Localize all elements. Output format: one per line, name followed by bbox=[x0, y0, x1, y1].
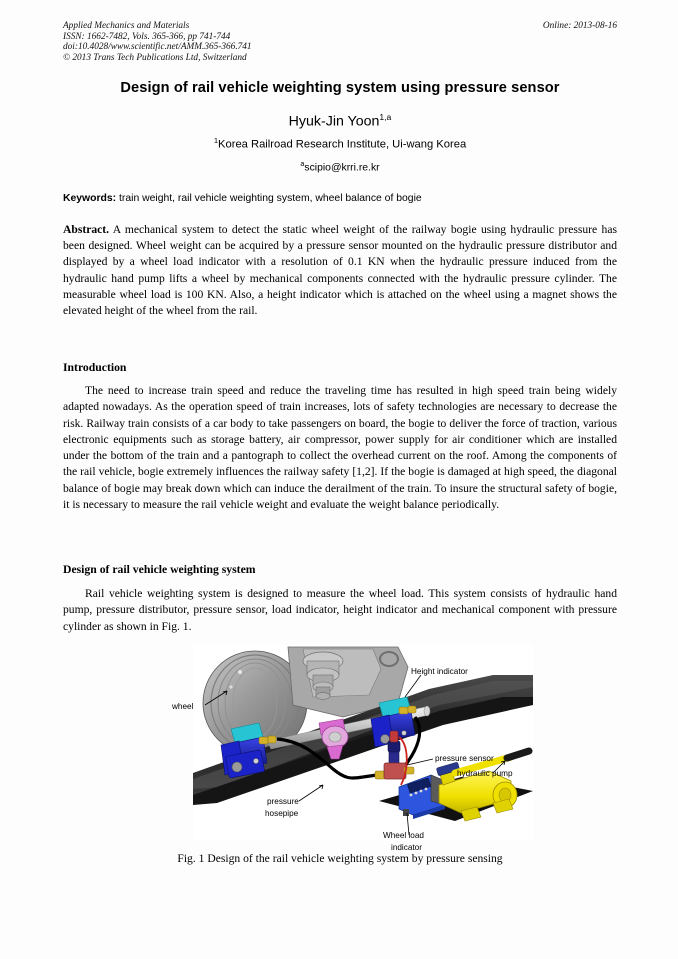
affiliation-text: Korea Railroad Research Institute, Ui-wa… bbox=[218, 138, 467, 151]
affiliation-line: 1Korea Railroad Research Institute, Ui-w… bbox=[63, 136, 617, 151]
hydraulic-pump bbox=[436, 747, 533, 822]
figure-label-height-indicator: Height indicator bbox=[411, 667, 468, 676]
journal-header: Applied Mechanics and Materials Online: … bbox=[63, 21, 617, 63]
keywords-label: Keywords: bbox=[63, 193, 117, 204]
author-marks: 1,a bbox=[379, 112, 392, 122]
magenta-fixture bbox=[318, 718, 349, 760]
keywords-line: Keywords: train weight, rail vehicle wei… bbox=[63, 193, 617, 204]
figure-label-wheel-load-line1: Wheel load bbox=[383, 831, 424, 840]
author-name-line: Hyuk-Jin Yoon1,a bbox=[63, 112, 617, 130]
abstract-text: A mechanical system to detect the static… bbox=[63, 223, 617, 318]
abstract-label: Abstract. bbox=[63, 223, 110, 236]
email-address: scipio@krri.re.kr bbox=[304, 162, 380, 174]
section-body-design: Rail vehicle weighting system is designe… bbox=[63, 587, 617, 633]
section-heading-design: Design of rail vehicle weighting system bbox=[63, 563, 256, 576]
figure-label-wheel-load-line2: indicator bbox=[391, 843, 422, 852]
figure-label-pressure-hosepipe-line2: hosepipe bbox=[265, 809, 299, 818]
figure-leader-lines bbox=[204, 674, 506, 836]
figure-label-wheel: wheel bbox=[172, 702, 194, 711]
figure-label-hydraulic-pump: hydraulic pump bbox=[457, 769, 513, 778]
section-heading-introduction: Introduction bbox=[63, 361, 127, 374]
page-title: Design of rail vehicle weighting system … bbox=[120, 80, 560, 96]
figure-1-caption: Fig. 1 Design of the rail vehicle weight… bbox=[177, 852, 503, 865]
wheel-load-indicator bbox=[398, 774, 446, 819]
journal-copyright: © 2013 Trans Tech Publications Ltd, Swit… bbox=[63, 52, 247, 63]
pressure-sensor-assembly bbox=[383, 730, 415, 786]
wheel-assembly bbox=[202, 646, 409, 756]
figure-1: Height indicator wheel pressure sensor h… bbox=[172, 645, 533, 852]
author-name: Hyuk-Jin Yoon bbox=[288, 113, 380, 130]
indicator-foot bbox=[403, 809, 409, 816]
email-mark: a bbox=[300, 159, 305, 168]
keywords-value: train weight, rail vehicle weighting sys… bbox=[119, 193, 422, 204]
section-body-introduction: The need to increase train speed and red… bbox=[63, 384, 617, 512]
journal-doi: doi:10.4028/www.scientific.net/AMM.365-3… bbox=[63, 42, 252, 53]
left-clamp-assembly bbox=[220, 722, 277, 779]
affiliation-mark: 1 bbox=[213, 136, 219, 145]
figure-label-pressure-hosepipe-line1: pressure bbox=[267, 797, 299, 806]
online-date: Online: 2013-08-16 bbox=[542, 21, 617, 31]
journal-name: Applied Mechanics and Materials bbox=[63, 21, 190, 31]
journal-header-row-1: Applied Mechanics and Materials Online: … bbox=[63, 21, 617, 32]
journal-issn: ISSN: 1662-7482, Vols. 365-366, pp 741-7… bbox=[63, 31, 231, 42]
email-line: ascipio@krri.re.kr bbox=[63, 159, 617, 173]
figure-1-illustration bbox=[193, 645, 533, 841]
figure-label-pressure-sensor: pressure sensor bbox=[435, 754, 494, 763]
rail bbox=[193, 675, 533, 805]
abstract-block: Abstract. A mechanical system to detect … bbox=[63, 222, 617, 319]
